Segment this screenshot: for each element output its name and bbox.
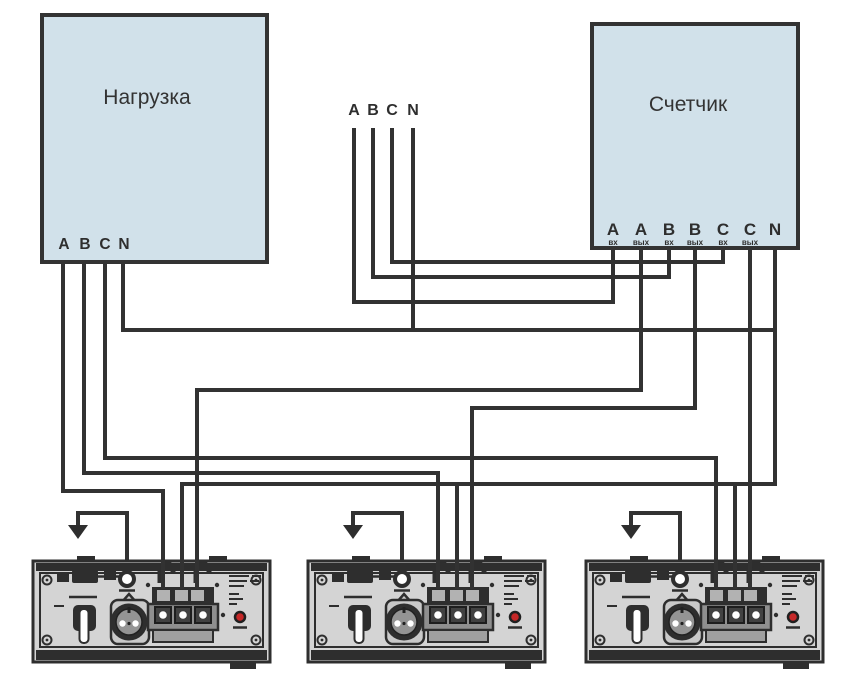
wire-layer [61,128,777,589]
wire-load-c-to-stab3 [103,262,718,589]
meter-terminal-sub: вх [718,238,728,247]
mains-label-b: B [367,102,379,119]
meter-terminal-sub: вых [687,238,704,247]
meter-terminal-sub: вых [742,238,759,247]
load-box: Нагрузка A B C N [40,13,269,264]
wire-load-n-bus [121,262,777,332]
meter-terminal-sub: вх [608,238,618,247]
load-terminal-n: N [118,236,129,253]
meter-terminal-labels: A вх A вых B вх B вых C вх C вых N [607,220,781,247]
wire-meter-n-bus [180,250,777,589]
meter-terminal-letter: C [744,220,756,239]
meter-box: Счетчик A вх A вых B вх B вых C вх C вых… [590,22,800,250]
load-box-rect [40,13,269,264]
load-label: Нагрузка [103,86,191,109]
mains-input-labels: A B C N [348,102,419,119]
meter-terminal-sub: вх [664,238,674,247]
load-terminal-c: C [99,236,110,253]
meter-terminal-letter: A [607,220,619,239]
meter-box-rect [590,22,800,250]
mains-label-a: A [348,102,360,119]
meter-label: Счетчик [649,93,728,116]
meter-terminal-letter: C [717,220,729,239]
mains-label-c: C [386,102,398,119]
meter-terminal-letter: B [663,220,675,239]
load-terminal-b: B [79,236,90,253]
load-terminal-a: A [58,236,69,253]
meter-terminal-letter: A [635,220,647,239]
meter-terminal-letter: N [769,220,781,239]
wire-load-b-to-stab2 [82,262,440,589]
meter-terminal-letter: B [689,220,701,239]
wire-mains-c-to-meter [390,128,725,264]
meter-terminal-sub: вых [633,238,650,247]
wire-meter-a-out-to-stab1 [195,250,643,589]
wire-meter-b-out-to-stab2 [470,250,697,589]
wire-load-a-to-stab1 [61,262,165,589]
mains-label-n: N [407,102,419,119]
